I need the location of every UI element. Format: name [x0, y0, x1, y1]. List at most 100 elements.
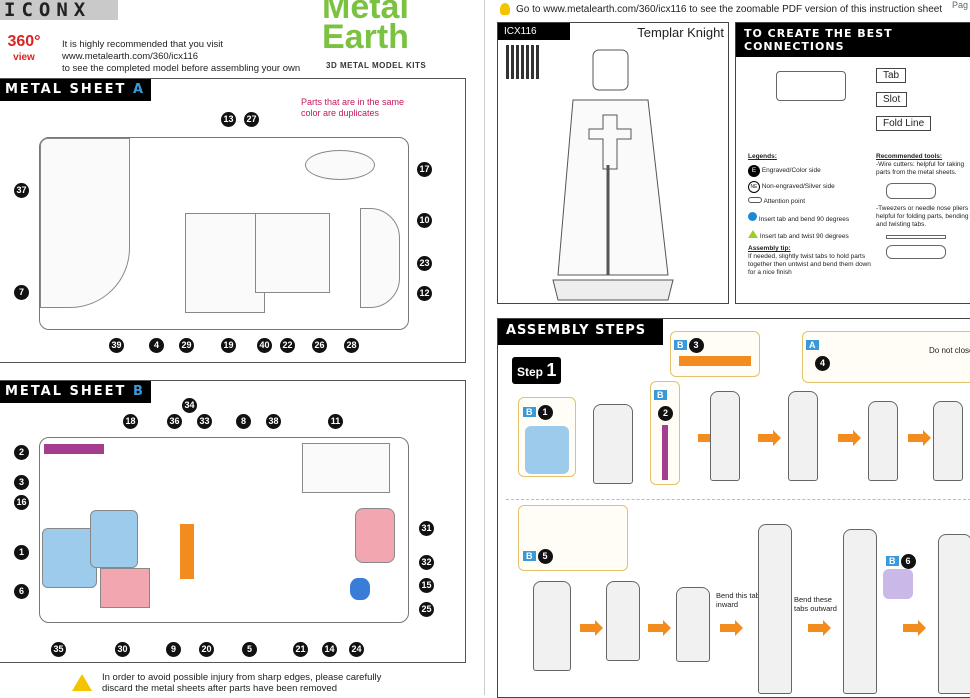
part-number: 6 — [14, 584, 29, 599]
sheet-tag: B — [654, 390, 667, 400]
part — [44, 444, 104, 454]
legend-label: Attention point — [763, 198, 806, 205]
part-number: 3 — [688, 338, 704, 353]
leg-illustration — [938, 534, 970, 694]
connections-panel: TO CREATE THE BEST CONNECTIONS Tab Slot … — [735, 22, 970, 304]
arrow-icon — [580, 620, 603, 636]
part-number: 1 — [14, 545, 29, 560]
templar-knight-illustration — [552, 49, 674, 301]
page-divider — [484, 0, 485, 695]
tag-fold-line: Fold Line — [876, 116, 932, 131]
part-number: 26 — [312, 338, 327, 353]
sheet-letter: B — [132, 384, 145, 399]
page-corner: Pag — [952, 0, 969, 10]
legends: Legends: E Engraved/Color side NE Non-en… — [748, 153, 873, 277]
360-label: 360° — [7, 33, 41, 50]
arrow-icon — [903, 620, 926, 636]
part-number: 34 — [182, 398, 197, 413]
part-number: 14 — [322, 642, 337, 657]
recommend-line: It is highly recommended that you visit — [62, 39, 224, 50]
part-number: 21 — [293, 642, 308, 657]
green-triangle-icon — [748, 230, 758, 238]
part — [360, 208, 400, 308]
step-badge: Step 1 — [512, 357, 562, 384]
pointing-hand-icon — [748, 197, 762, 203]
recommend-line: to see the completed model before assemb… — [62, 63, 301, 74]
leg-illustration — [843, 529, 877, 694]
part-number: 20 — [199, 642, 214, 657]
sheet-b-header: METAL SHEET B — [0, 381, 151, 403]
sheet-tag: B — [886, 556, 899, 566]
tip-title: Assembly tip: — [748, 245, 791, 252]
boot-illustration — [533, 581, 571, 671]
warning-line: In order to avoid possible injury from s… — [102, 672, 382, 683]
sheet-tag: A — [806, 340, 819, 350]
arrow-icon — [808, 620, 831, 636]
view-label: view — [13, 52, 35, 63]
part-number: 12 — [417, 286, 432, 301]
part-1-illustration — [525, 426, 569, 474]
arrow-icon — [758, 430, 781, 446]
logo-line: Earth — [322, 18, 409, 56]
part-3-illustration — [679, 356, 751, 366]
part-number: 1 — [537, 405, 553, 420]
part-number: 2 — [14, 445, 29, 460]
logo-tagline: 3D METAL MODEL KITS — [326, 61, 427, 70]
pliers-icon — [886, 245, 946, 259]
part-number: 5 — [537, 549, 553, 564]
part-number: 31 — [419, 521, 434, 536]
tag-slot: Slot — [876, 92, 908, 107]
part — [42, 528, 97, 588]
qr-code[interactable] — [506, 45, 540, 79]
part-number: 16 — [14, 495, 29, 510]
model-name: Templar Knight — [637, 25, 724, 40]
tag-tab: Tab — [876, 68, 907, 83]
sheet-a-header: METAL SHEET A — [0, 79, 152, 101]
boot-illustration — [676, 587, 710, 662]
tweezers-icon — [886, 235, 946, 239]
lightbulb-icon — [500, 3, 510, 15]
360-view-icon: 360° view — [0, 34, 48, 70]
part — [100, 568, 150, 608]
step-number: 1 — [546, 360, 557, 380]
part-number: 3 — [14, 475, 29, 490]
part-number: 6 — [900, 554, 916, 569]
legends-title: Legends: — [748, 153, 777, 160]
sheet-title: METAL SHEET — [5, 82, 127, 97]
part-number: 18 — [123, 414, 138, 429]
arrow-icon — [648, 620, 671, 636]
legend-label: Engraved/Color side — [761, 167, 821, 174]
part-number: 33 — [197, 414, 212, 429]
part-number: 19 — [221, 338, 236, 353]
warning-line: discard the metal sheets after parts hav… — [102, 683, 337, 694]
model-panel: ICX116 Templar Knight — [497, 22, 729, 304]
sheet-b-plate — [39, 437, 409, 623]
part-number: 22 — [280, 338, 295, 353]
recommend-url[interactable]: www.metalearth.com/360/icx116 — [62, 51, 199, 62]
boot-illustration — [933, 401, 963, 481]
sheet-title: METAL SHEET — [5, 384, 127, 399]
engraved-icon: E — [748, 165, 760, 177]
part — [355, 508, 395, 563]
boot-illustration — [788, 391, 818, 481]
part-number: 2 — [658, 406, 673, 421]
part-number: 39 — [109, 338, 124, 353]
non-engraved-icon: NE — [748, 181, 760, 193]
connections-title: TO CREATE THE BEST CONNECTIONS — [736, 23, 970, 57]
part-number: 28 — [344, 338, 359, 353]
tool-text: -Tweezers or needle nose pliers helpful … — [876, 205, 969, 228]
part-number: 5 — [242, 642, 257, 657]
legend-label: Insert tab and twist 90 degrees — [759, 233, 849, 240]
sheet-tag: B — [523, 407, 536, 417]
do-not-close-note: Do not close — [929, 346, 970, 355]
step-divider — [506, 499, 970, 500]
part — [90, 510, 138, 568]
part-number: 9 — [166, 642, 181, 657]
part-number: 10 — [417, 213, 432, 228]
part — [180, 524, 194, 579]
step-label: Step — [517, 365, 544, 379]
